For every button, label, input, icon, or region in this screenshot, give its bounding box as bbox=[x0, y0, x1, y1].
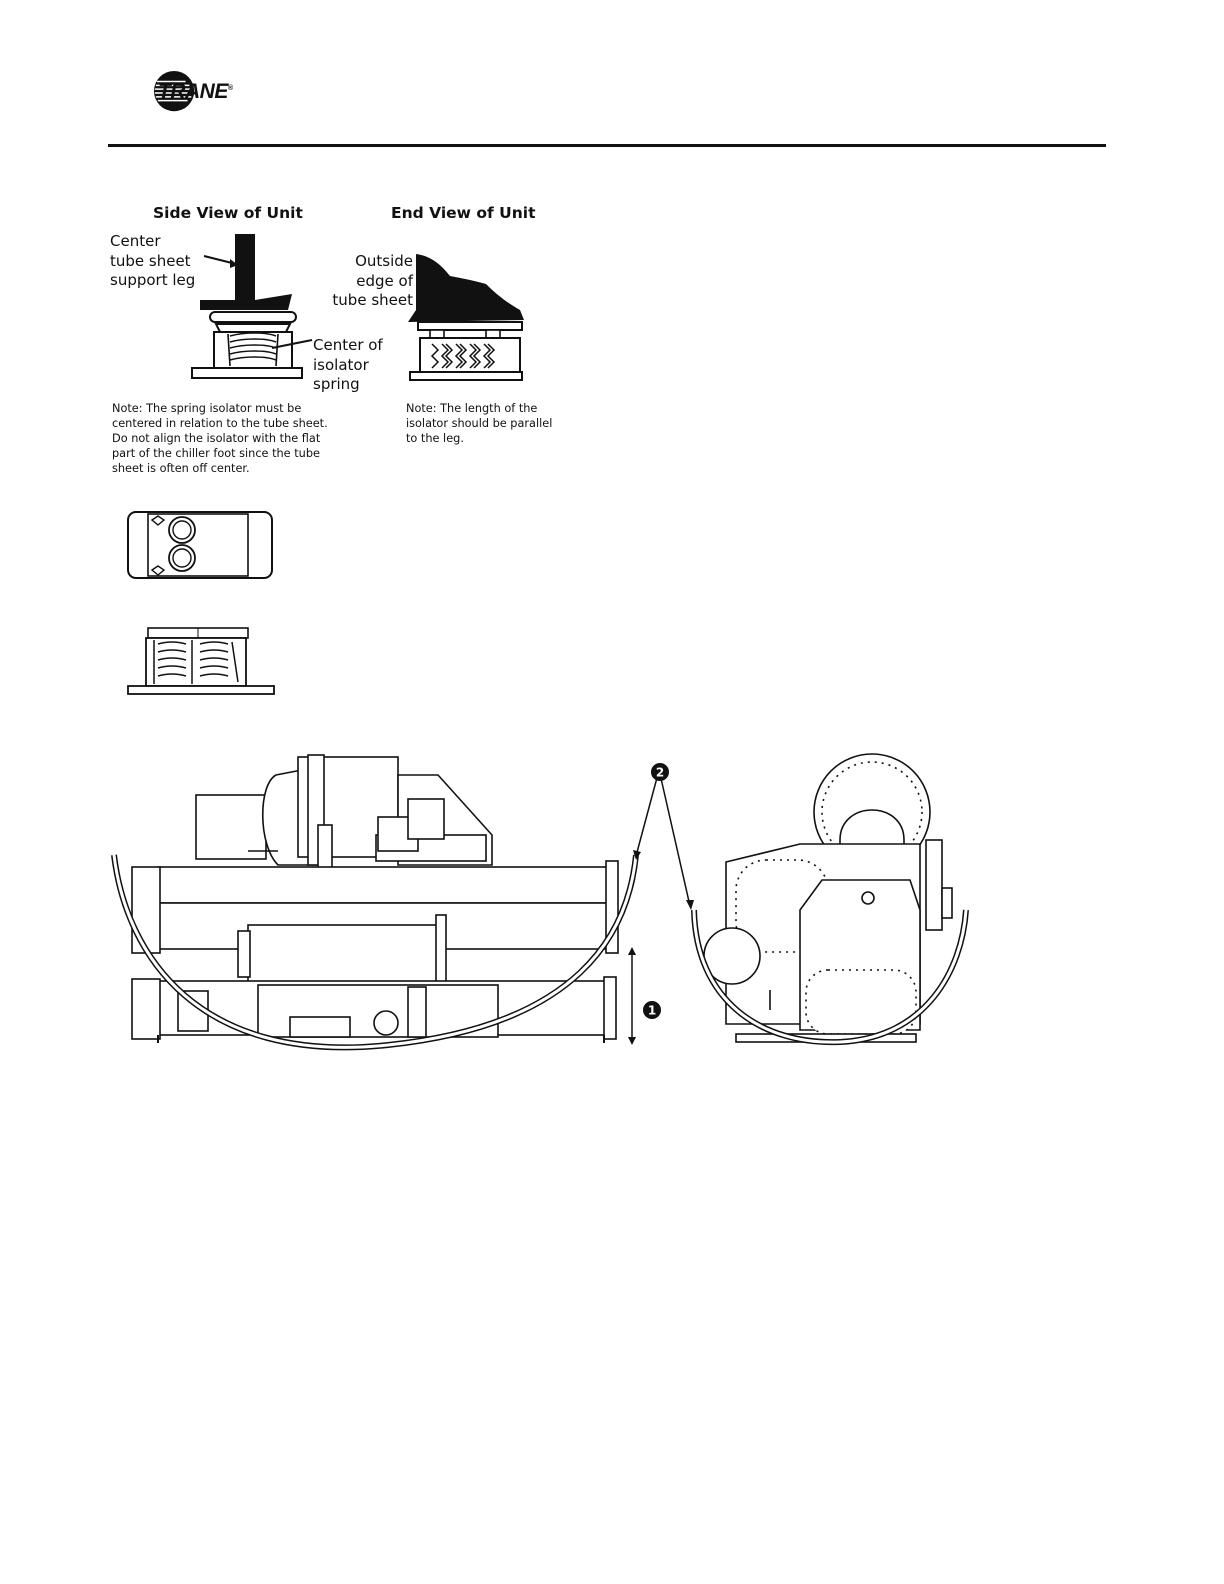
side-note-line: part of the chiller foot since the tube bbox=[112, 447, 320, 460]
support-leg-label: Center tube sheet support leg bbox=[110, 232, 196, 289]
end-note-line: isolator should be parallel bbox=[406, 417, 553, 430]
trane-logo-icon bbox=[153, 70, 195, 112]
side-note-line: Do not align the isolator with the flat bbox=[112, 432, 321, 445]
callout-1-badge: 1 bbox=[643, 1001, 661, 1019]
isolator-top-view-drawing bbox=[127, 511, 273, 579]
side-view-note: Note: The spring isolator must be center… bbox=[112, 401, 328, 476]
header-rule bbox=[108, 144, 1106, 147]
isolator-front-view-drawing bbox=[127, 627, 275, 695]
chiller-side-elevation-drawing bbox=[111, 754, 639, 1051]
brand-wordmark: TRANE® bbox=[158, 80, 233, 103]
chiller-end-elevation-drawing bbox=[691, 753, 969, 1046]
callout-2-leaders bbox=[633, 773, 694, 910]
callout-2-text: 2 bbox=[656, 766, 664, 780]
end-note-line: Note: The length of the bbox=[406, 402, 538, 415]
side-note-line: centered in relation to the tube sheet. bbox=[112, 417, 328, 430]
end-view-isolator-drawing bbox=[408, 254, 524, 381]
tube-sheet-edge-label: Outside edge of tube sheet bbox=[332, 252, 413, 309]
side-note-line: Note: The spring isolator must be bbox=[112, 402, 302, 415]
side-view-isolator-drawing bbox=[191, 234, 313, 379]
end-view-note: Note: The length of the isolator should … bbox=[406, 401, 552, 446]
callout-2-badge: 2 bbox=[651, 763, 669, 781]
end-note-line: to the leg. bbox=[406, 432, 464, 445]
end-view-title: End View of Unit bbox=[391, 204, 536, 222]
callout-1-text: 1 bbox=[648, 1004, 656, 1018]
spring-center-label: Center of isolator spring bbox=[313, 336, 383, 393]
side-note-line: sheet is often off center. bbox=[112, 462, 250, 475]
side-view-title: Side View of Unit bbox=[153, 204, 303, 222]
